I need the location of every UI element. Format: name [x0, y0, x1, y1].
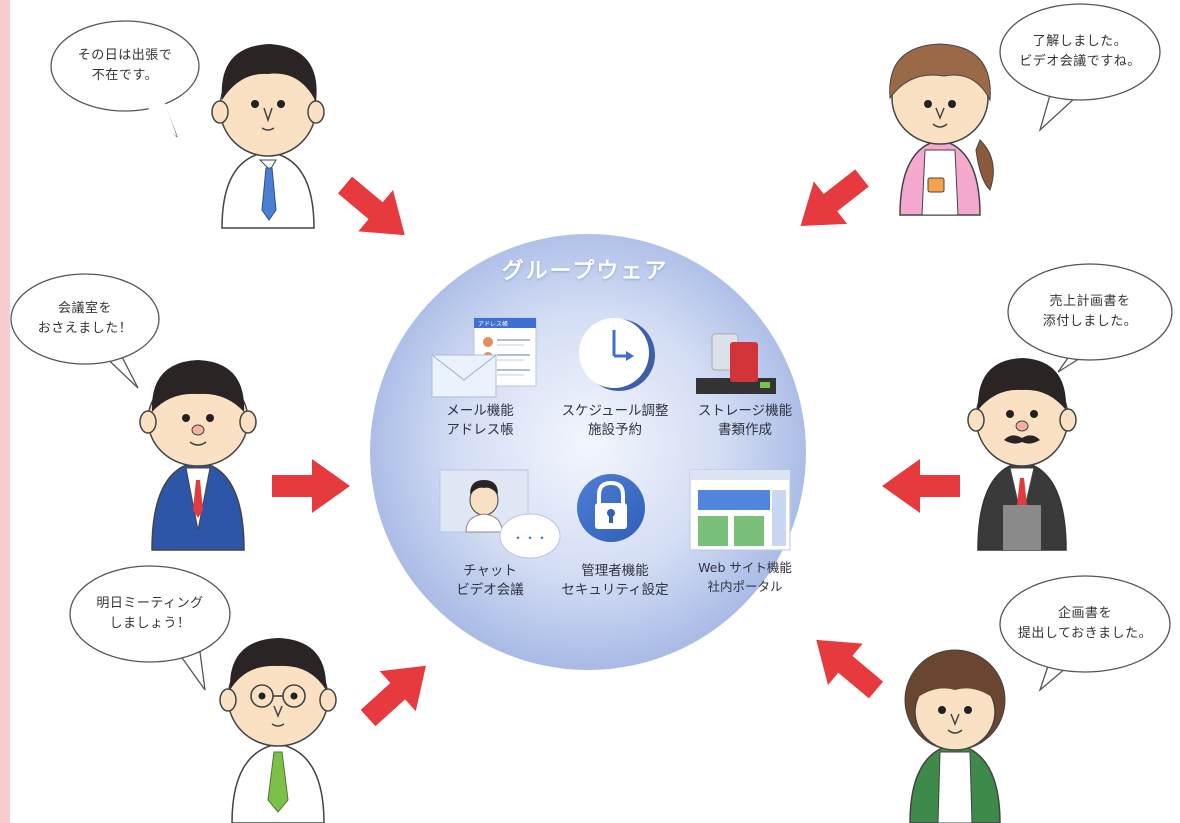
left-edge-strip	[0, 0, 10, 823]
feature-schedule: スケジュール調整 施設予約	[545, 402, 685, 440]
website-icon	[689, 469, 791, 551]
feature-chat-line1: チャット	[463, 563, 517, 579]
lock-icon	[577, 474, 645, 542]
speech-bubble-1: その日は出張で 不在です。	[60, 40, 190, 92]
person-bottom-right	[904, 649, 1006, 823]
speech-bubble-5: 明日ミーティング しましょう！	[78, 588, 222, 640]
person-mid-left	[139, 360, 257, 551]
storage-icon	[696, 333, 776, 394]
feature-mail-line1: メール機能	[446, 403, 514, 419]
clock-icon	[579, 318, 655, 391]
mail-icon	[431, 354, 497, 398]
speech-text-4: 売上計画書を 添付しました。	[1042, 294, 1138, 329]
feature-mail-line2: アドレス帳	[446, 422, 514, 438]
speech-bubble-shapes	[10, 3, 1173, 692]
feature-storage: ストレージ機能 書類作成	[685, 402, 805, 440]
feature-website: Web サイト機能 社内ポータル	[683, 558, 807, 596]
feature-storage-line1: ストレージ機能	[697, 403, 793, 419]
bubble-shape-4	[1007, 263, 1173, 373]
person-top-left	[211, 44, 325, 229]
bubble-shape-2	[999, 3, 1161, 133]
speech-text-5: 明日ミーティング しましょう！	[96, 596, 204, 631]
arrow-bottom-left	[349, 645, 445, 739]
speech-bubble-2: 了解しました。 ビデオ会議ですね。	[1005, 26, 1155, 78]
speech-bubble-6: 企画書を 提出しておきました。	[1003, 598, 1167, 650]
speech-text-6: 企画書を 提出しておきました。	[1017, 606, 1153, 641]
arrow-bottom-right	[798, 619, 894, 711]
feature-chat-line2: ビデオ会議	[456, 582, 524, 598]
hub-circle	[370, 234, 806, 670]
bubble-shape-1	[50, 20, 200, 138]
feature-mail: メール機能 アドレス帳	[425, 402, 535, 440]
feature-schedule-line2: 施設予約	[588, 422, 642, 438]
hub-title: グループウェア	[501, 259, 669, 284]
chat-dots: ・・・	[512, 531, 548, 545]
speech-text-1: その日は出張で 不在です。	[77, 48, 173, 83]
feature-chat: チャット ビデオ会議	[435, 562, 545, 600]
address-book-header-text: アドレス帳	[478, 320, 508, 328]
bubble-shape-3	[10, 273, 160, 389]
feature-schedule-line1: スケジュール調整	[561, 403, 669, 419]
arrow-mid-left	[272, 459, 350, 513]
speech-text-3: 会議室を おさえました！	[37, 301, 133, 336]
feature-website-line1: Web サイト機能	[698, 560, 792, 575]
speech-text-2: 了解しました。 ビデオ会議ですね。	[1019, 34, 1141, 69]
arrow-mid-right	[882, 459, 960, 513]
speech-bubble-4: 売上計画書を 添付しました。	[1013, 286, 1167, 338]
person-mid-right	[967, 358, 1077, 551]
bubble-shape-5	[69, 565, 231, 691]
feature-website-line2: 社内ポータル	[707, 579, 783, 594]
bubble-shape-6	[999, 575, 1171, 692]
speech-bubble-3: 会議室を おさえました！	[20, 293, 150, 345]
arrow-top-right	[783, 156, 879, 248]
feature-storage-line2: 書類作成	[718, 422, 772, 438]
feature-admin: 管理者機能 セキュリティ設定	[545, 562, 685, 600]
video-chat-icon	[439, 469, 561, 559]
arrow-top-left	[327, 164, 423, 256]
person-top-right	[889, 43, 994, 216]
feature-admin-line1: 管理者機能	[581, 563, 649, 579]
person-bottom-left	[219, 638, 337, 823]
feature-admin-line2: セキュリティ設定	[561, 582, 669, 598]
